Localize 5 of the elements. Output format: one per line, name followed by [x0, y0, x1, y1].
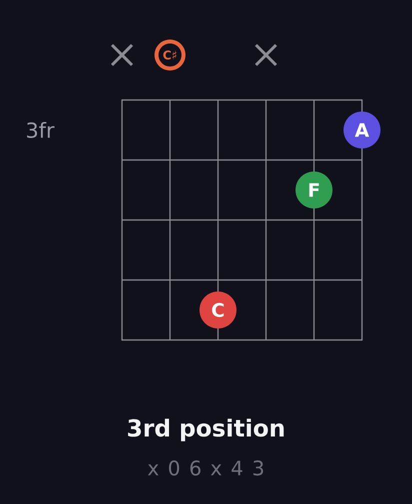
fret-label: 3fr	[27, 122, 54, 138]
chord-title: 3rd position	[128, 418, 284, 442]
mute-mark	[254, 44, 278, 66]
mute-mark	[110, 44, 134, 66]
fingering-text: x 0 6 x 4 3	[148, 460, 264, 476]
